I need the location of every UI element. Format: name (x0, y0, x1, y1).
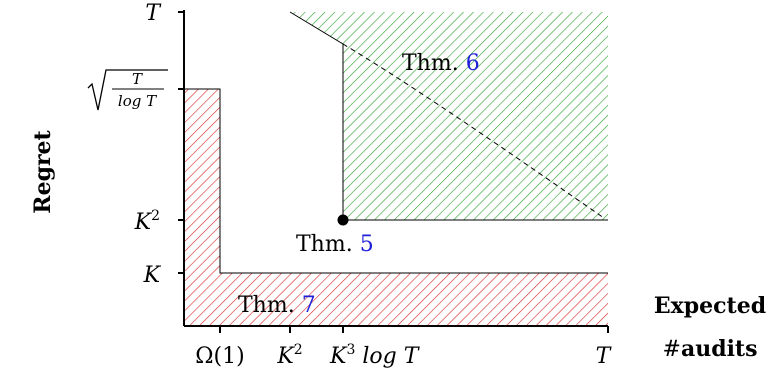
y-label-T: T (145, 1, 162, 26)
thm7-label: Thm. 7 (238, 293, 316, 318)
x-label-T: T (596, 344, 613, 369)
x-axis-title-line1: Expected (654, 293, 766, 319)
thm6-region (290, 12, 608, 220)
y-axis-title: Regret (30, 129, 56, 213)
thm6-boundary (289, 11, 608, 221)
thm6-label: Thm. 6 (402, 51, 480, 76)
y-label-K2: K2 (134, 208, 160, 235)
y-label-sqrt: T log T (87, 69, 168, 111)
thm5-label: Thm. 5 (296, 232, 374, 257)
thm7-boundary (184, 88, 608, 274)
x-label-K3logT: K3 log T (329, 342, 421, 369)
thm5-point (337, 214, 349, 226)
x-axis-title-line2: #audits (663, 336, 758, 362)
x-label-omega: Ω(1) (195, 344, 244, 369)
x-label-K2: K2 (276, 342, 302, 369)
y-label-sqrt-den: log T (118, 92, 157, 110)
dashed-curve (342, 43, 605, 219)
y-label-sqrt-num: T (132, 70, 143, 88)
thm7-region (184, 89, 608, 326)
y-label-K: K (143, 263, 162, 288)
